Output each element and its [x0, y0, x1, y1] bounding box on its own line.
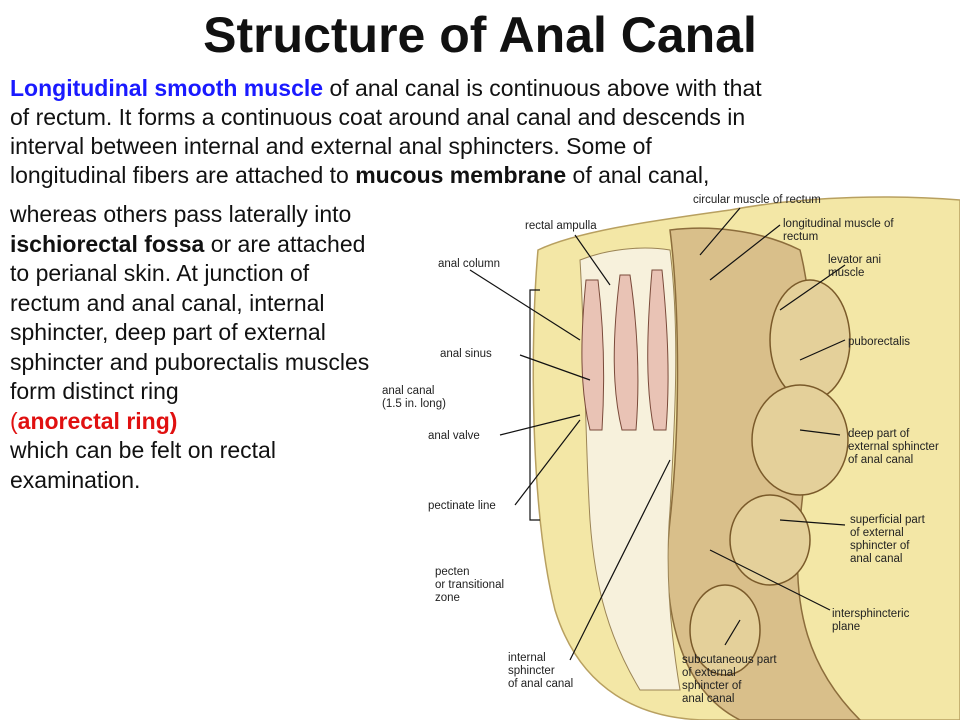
label-line: pecten [435, 566, 470, 578]
label-deep-external-sphincter: deep part of external sphincter of anal … [848, 428, 939, 467]
label-longitudinal-muscle: longitudinal muscle of rectum [783, 218, 894, 244]
label-levator-ani: levator ani muscle [828, 254, 881, 280]
anal-canal-illustration [469, 196, 960, 721]
para-text: longitudinal fibers are attached to [10, 162, 356, 188]
side-line-3: to perianal skin. At junction of [10, 260, 310, 286]
side-line-10: examination. [10, 466, 141, 493]
anal-canal-diagram: circular muscle of rectum rectal ampulla… [380, 190, 960, 721]
label-line: sphincter [508, 665, 555, 677]
anal-column-2 [613, 274, 639, 431]
label-internal-sphincter: internal sphincter of anal canal [508, 652, 573, 691]
para-line-2: of rectum. It forms a continuous coat ar… [10, 104, 746, 130]
anal-canal-bracket [529, 289, 540, 521]
intro-paragraph: Longitudinal smooth muscle of anal canal… [10, 74, 950, 190]
label-line: zone [435, 592, 460, 604]
label-puborectalis: puborectalis [848, 336, 911, 348]
para-text: or are attached [204, 230, 366, 257]
label-line: (1.5 in. long) [382, 398, 446, 410]
deep-external-sphincter [751, 384, 849, 496]
para-line-4: longitudinal fibers are attached to muco… [10, 161, 950, 190]
side-line-7: form distinct ring [10, 378, 179, 404]
label-line: sphincter of [850, 540, 910, 552]
anal-column-3 [647, 269, 669, 431]
label-anal-valve: anal valve [428, 430, 480, 442]
side-line-1: whereas others pass laterally into [10, 201, 352, 227]
label-rectal-ampulla: rectal ampulla [525, 220, 597, 232]
label-pectinate-line: pectinate line [428, 500, 496, 512]
side-line-4: rectum and anal canal, internal [10, 289, 325, 316]
label-line: of external [850, 527, 904, 539]
label-line: anal canal [682, 693, 735, 705]
label-line: subcutaneous part [682, 654, 777, 666]
leader-lines [469, 207, 846, 661]
label-pecten: pecten or transitional zone [435, 566, 504, 605]
label-line: deep part of [848, 428, 910, 440]
side-line-9: which can be felt on rectal [10, 437, 276, 463]
term-ischiorectal-fossa: ischiorectal fossa [10, 230, 205, 257]
label-line: anal canal [850, 553, 903, 565]
label-anal-canal: anal canal (1.5 in. long) [382, 385, 446, 411]
label-line: superficial part [850, 514, 925, 526]
label-circular-muscle: circular muscle of rectum [693, 194, 821, 206]
para-line-1: Longitudinal smooth muscle of anal canal… [10, 74, 950, 103]
paren: ( [10, 407, 18, 434]
label-line: muscle [828, 267, 865, 279]
label-line: rectum [783, 231, 819, 243]
subcutaneous-external-sphincter [689, 584, 761, 676]
label-line: anal canal [382, 385, 435, 397]
label-line: plane [832, 621, 861, 633]
label-line: longitudinal muscle of [783, 218, 894, 230]
label-intersphincteric-plane: intersphincteric plane [832, 608, 909, 634]
label-superficial-external-sphincter: superficial part of external sphincter o… [850, 514, 925, 566]
term-longitudinal-smooth-muscle: Longitudinal smooth muscle [10, 75, 324, 101]
side-paragraph: whereas others pass laterally into ischi… [10, 200, 480, 495]
label-line: or transitional [435, 579, 505, 591]
superficial-external-sphincter [729, 494, 811, 586]
label-line: of anal canal [848, 454, 914, 466]
puborectalis-muscle [769, 279, 851, 401]
label-anal-sinus: anal sinus [440, 348, 492, 360]
para-text: of anal canal is continuous above with t… [323, 75, 762, 101]
para-text: of anal canal, [566, 162, 710, 188]
label-line: of anal canal [508, 678, 574, 690]
label-line: levator ani [828, 254, 882, 266]
side-line-2: ischiorectal fossa or are attached [10, 230, 480, 260]
para-line-3: interval between internal and external a… [10, 133, 652, 159]
anal-column-1 [581, 279, 605, 431]
side-line-6: sphincter and puborectalis muscles [10, 348, 370, 375]
label-subcutaneous-external-sphincter: subcutaneous part of external sphincter … [682, 654, 777, 706]
label-line: external sphincter [848, 441, 939, 453]
term-anorectal-ring: anorectal ring) [17, 407, 178, 434]
label-anal-column: anal column [438, 258, 501, 270]
side-line-5: sphincter, deep part of external [10, 319, 326, 345]
label-line: internal [508, 652, 546, 664]
label-line: of external [682, 667, 736, 679]
term-mucous-membrane: mucous membrane [355, 162, 567, 188]
slide-title: Structure of Anal Canal [203, 7, 757, 63]
label-line: intersphincteric [832, 608, 910, 620]
label-line: sphincter of [682, 680, 742, 692]
side-line-8: (anorectal ring) [10, 407, 480, 437]
